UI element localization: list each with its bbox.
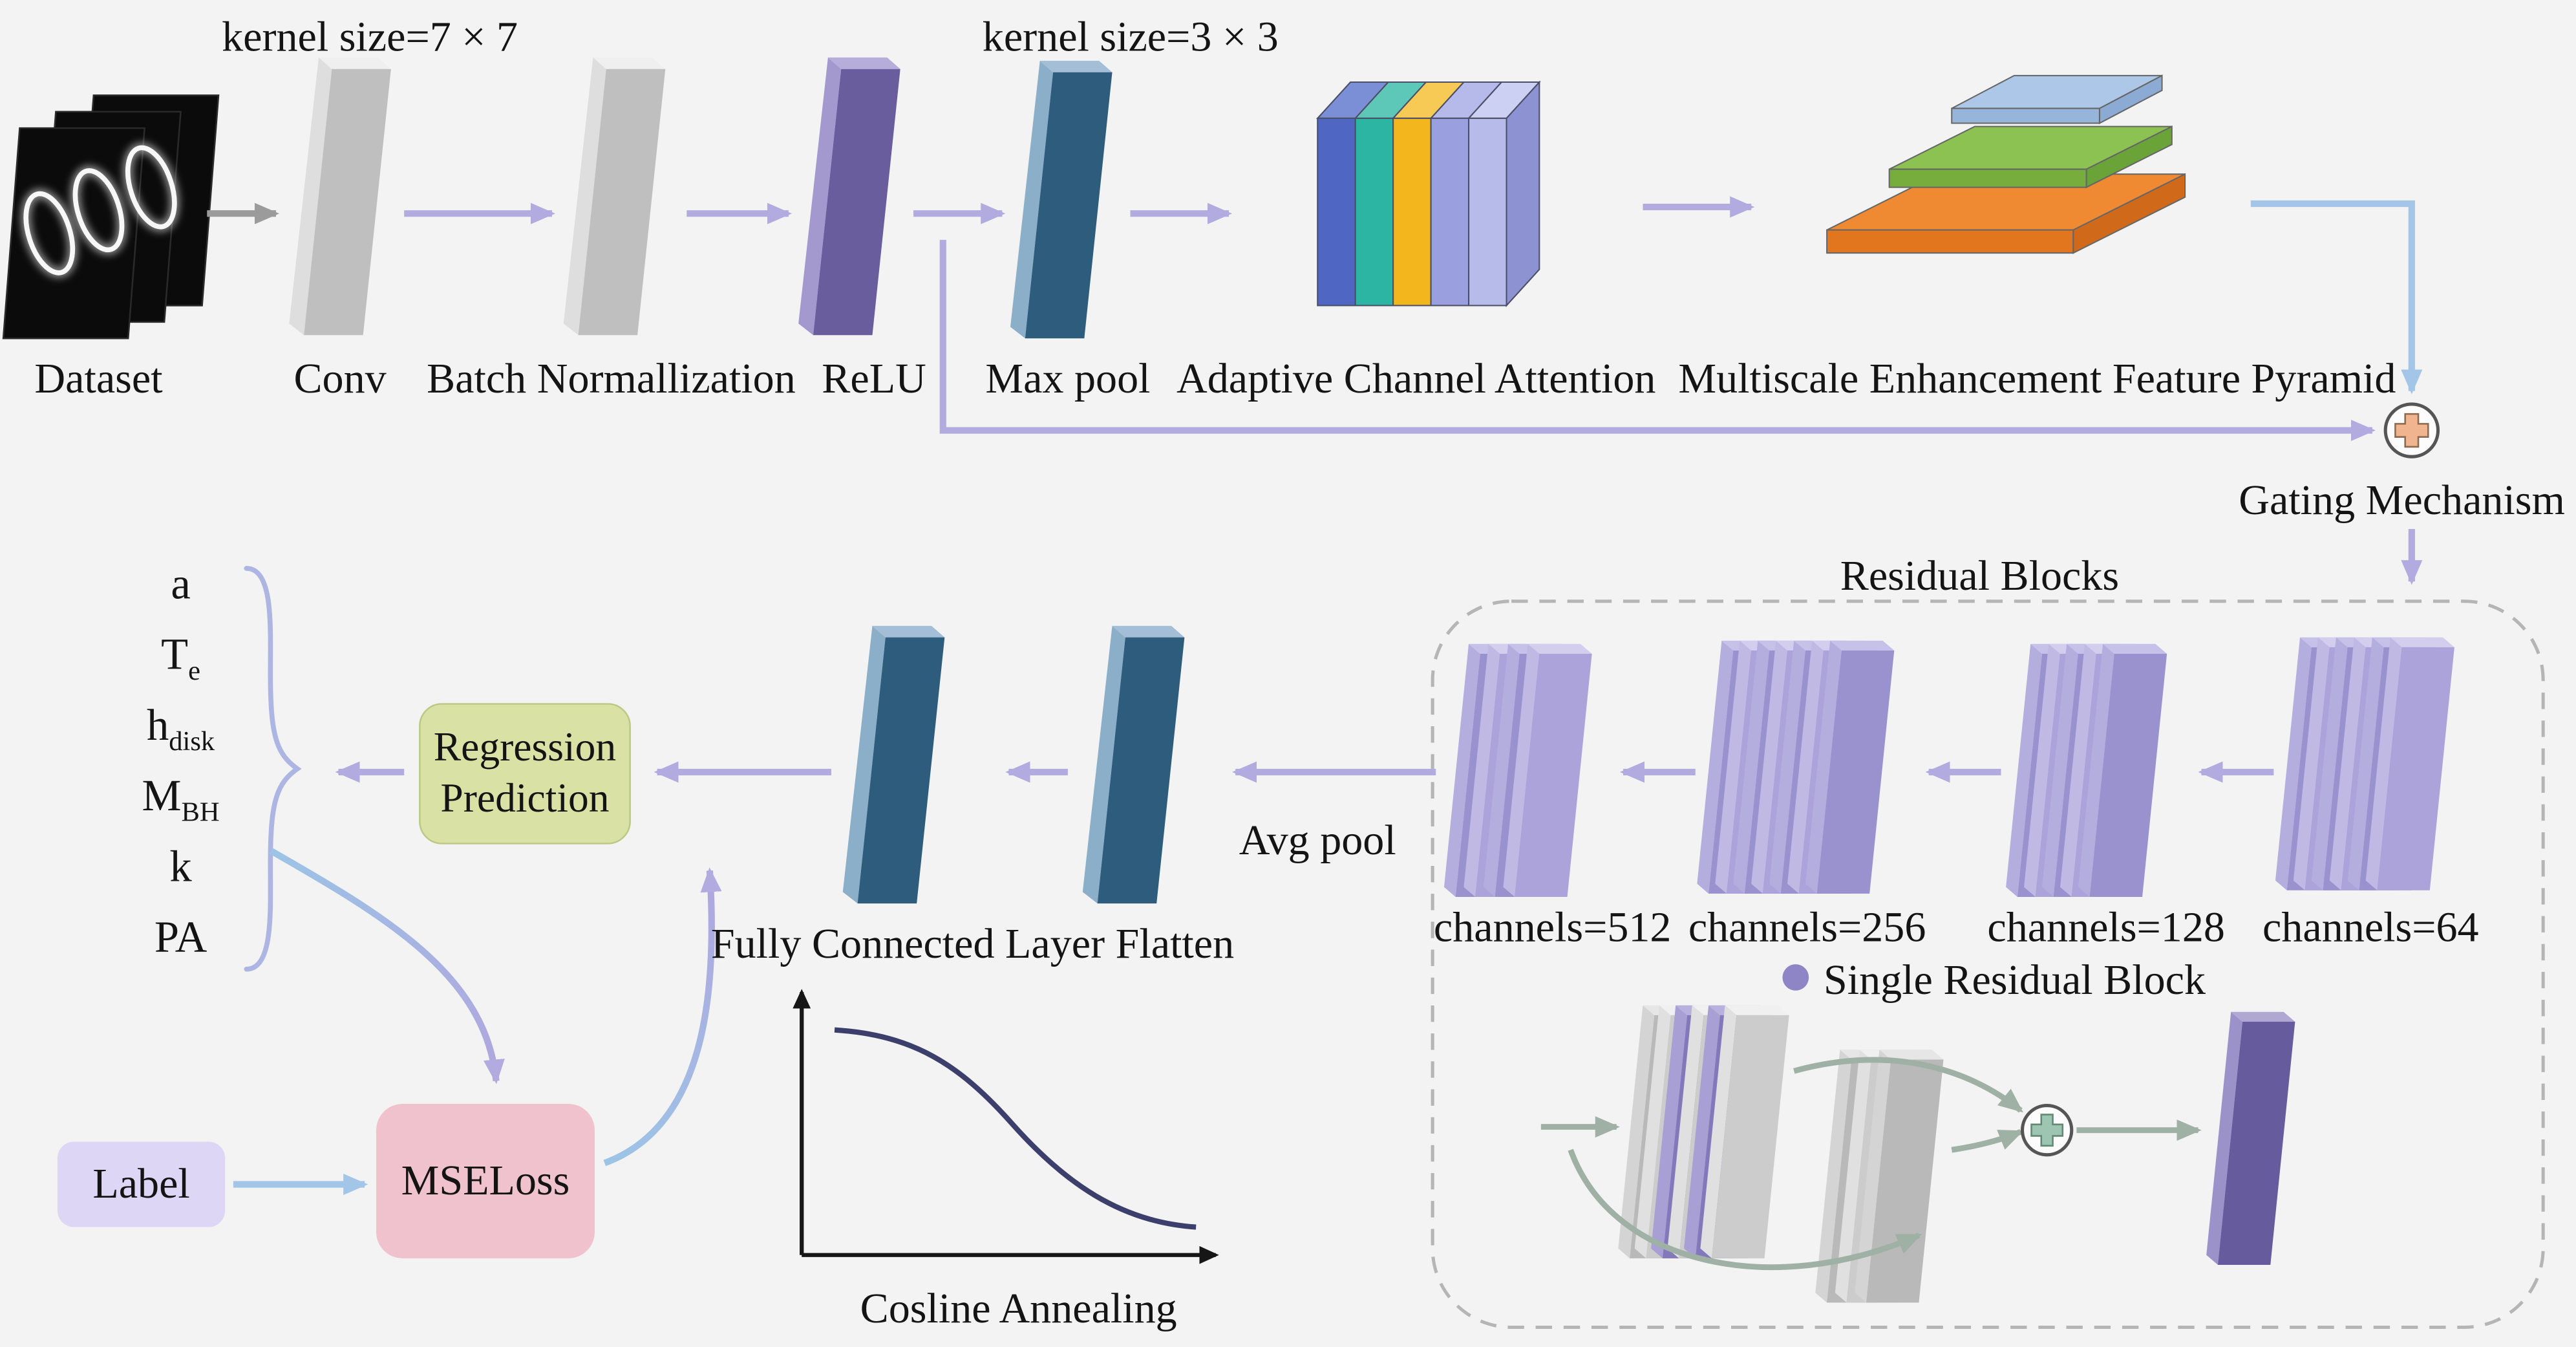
arrow-mseloss-to-fc (603, 867, 722, 1167)
param-a: a (171, 559, 191, 609)
relu-layer-plate (798, 57, 900, 336)
cosine-annealing-plot (793, 989, 1219, 1264)
pyramid-green-plate (1888, 125, 2173, 189)
arrow-relu-skip-to-gating (939, 239, 2376, 442)
channels-512-label: channels=512 (1433, 903, 1672, 951)
regression-line2: Prediction (440, 777, 610, 822)
dataset-label: Dataset (34, 354, 163, 403)
dataset-images (2, 94, 220, 339)
fc-flatten-label: Fully Connected Layer Flatten (710, 920, 1235, 968)
galaxy-ring-icons (21, 142, 180, 278)
pyramid-orange-plate (1826, 173, 2186, 254)
channels-256-label: channels=256 (1688, 903, 1926, 951)
single-block-conv-stack (1618, 1005, 1789, 1258)
residual-blocks-box (1431, 599, 2545, 1330)
maxpool-label: Max pool (985, 354, 1151, 403)
single-residual-diagram (1540, 1005, 2295, 1303)
arrow-pyramid-to-gating (2250, 200, 2423, 394)
attention-label: Adaptive Channel Attention (1176, 354, 1656, 403)
cosine-annealing-label: Cosline Annealing (860, 1284, 1177, 1333)
output-brace (244, 566, 302, 972)
cosine-curve (834, 1027, 1197, 1230)
regression-line1: Regression (433, 726, 617, 770)
param-pa: PA (154, 912, 208, 962)
pyramid-blue-plate (1951, 74, 2163, 125)
single-block-output-plate (2206, 1011, 2295, 1265)
pyramid-block (1826, 74, 2186, 254)
avgpool-output-plate (1082, 625, 1185, 904)
residual-stack-256 (1697, 640, 1895, 894)
batchnorm-label: Batch Normallization (427, 354, 796, 403)
param-te: Te (161, 629, 200, 687)
param-mbh: MBH (142, 771, 220, 828)
single-block-identity-stack (1815, 1050, 1944, 1303)
label-box: Label (57, 1141, 226, 1227)
residual-stack-64 (2275, 637, 2454, 890)
gating-label: Gating Mechanism (2239, 476, 2565, 524)
maxpool-layer-plate (1010, 60, 1112, 339)
kernel3-label: kernel size=3 × 3 (982, 13, 1279, 61)
param-hdisk: hdisk (146, 700, 215, 757)
arrow-outputs-to-mseloss (269, 848, 505, 1084)
attention-block (1315, 80, 1541, 308)
single-residual-label: Single Residual Block (1824, 956, 2206, 1004)
residual-plus-icon (2020, 1104, 2074, 1157)
avgpool-label: Avg pool (1239, 816, 1396, 865)
kernel7-label: kernel size=7 × 7 (222, 13, 518, 61)
channels-64-label: channels=64 (2262, 903, 2479, 951)
relu-label: ReLU (822, 354, 926, 403)
regression-prediction-box: Regression Prediction (419, 703, 631, 845)
label-box-text: Label (92, 1159, 190, 1207)
mseloss-text: MSELoss (401, 1156, 570, 1204)
residual-blocks-title: Residual Blocks (1840, 552, 2120, 600)
gating-plus-icon (2383, 402, 2440, 458)
conv-layer-plate (289, 57, 391, 336)
batchnorm-layer-plate (563, 57, 666, 336)
arrow-identity-to-plus (1951, 1129, 2024, 1153)
residual-stack-512 (1443, 643, 1592, 897)
conv-label: Conv (293, 354, 387, 403)
arrow-stack-over-to-plus (1793, 1057, 2023, 1113)
single-residual-dot-icon (1782, 964, 1809, 991)
pyramid-label: Multiscale Enhancement Feature Pyramid (1678, 354, 2396, 403)
param-k: k (169, 841, 192, 891)
residual-stack-128 (2006, 643, 2167, 897)
channels-128-label: channels=128 (1987, 903, 2225, 951)
fc-layer-plate (842, 625, 945, 904)
arrow-skip-connection (1568, 1148, 1922, 1271)
mseloss-box: MSELoss (376, 1104, 595, 1258)
